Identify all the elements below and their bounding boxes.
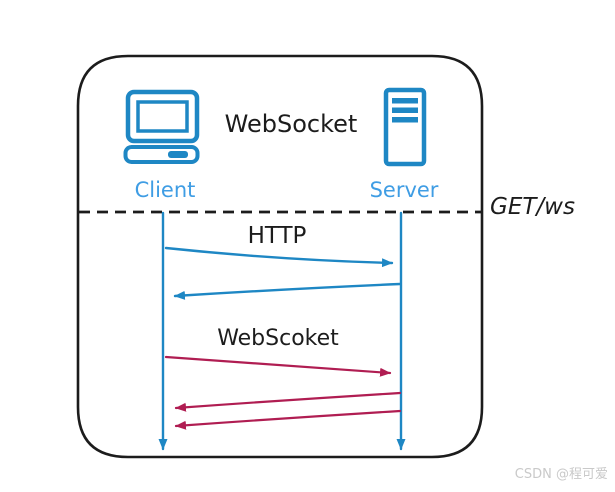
http-phase-label: HTTP <box>247 223 307 249</box>
desktop-computer-icon <box>123 89 200 164</box>
http-request-arrow <box>164 246 394 268</box>
websocket-message-arrow-2 <box>174 391 402 412</box>
diagram-border-box <box>76 54 484 459</box>
websocket-phase-label: WebScoket <box>217 326 339 351</box>
server-node-label: Server <box>369 178 439 202</box>
server-icon <box>383 87 427 167</box>
csdn-watermark: CSDN @程可爱 <box>514 467 608 482</box>
http-response-arrow <box>173 282 402 300</box>
websocket-message-arrow-3 <box>174 409 402 430</box>
diagram-title: WebSocket <box>224 110 358 138</box>
client-node-label: Client <box>134 178 196 202</box>
handshake-annotation: GET/ws <box>490 194 575 220</box>
websocket-message-arrow-1 <box>164 355 392 377</box>
